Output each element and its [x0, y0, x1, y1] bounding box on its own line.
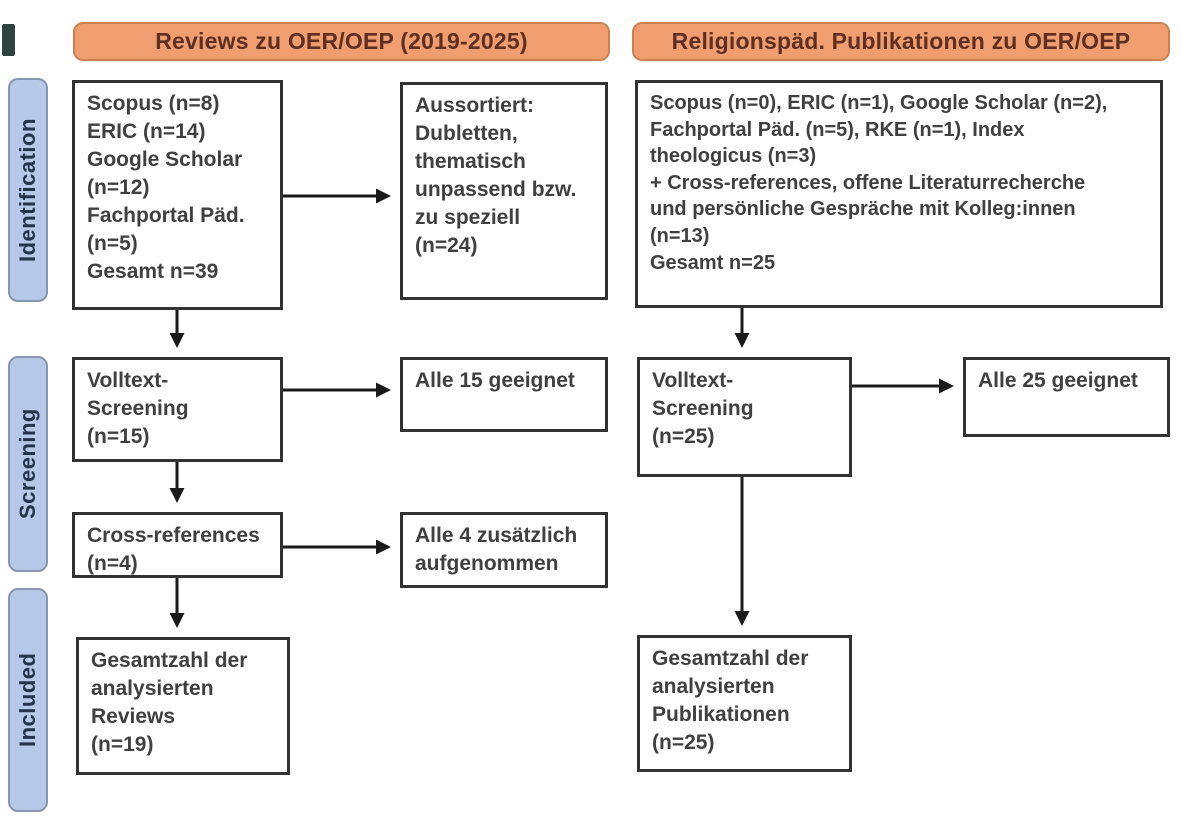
box-left-cross-references: Cross-references (n=4) [72, 512, 283, 578]
box-left-identification-sources: Scopus (n=8) ERIC (n=14) Google Scholar … [72, 80, 283, 310]
box-left-excluded: Aussortiert: Dubletten, thematisch unpas… [400, 82, 608, 300]
box-left-fulltext-screening: Volltext- Screening (n=15) [72, 357, 283, 462]
box-right-fulltext-screening: Volltext- Screening (n=25) [637, 357, 852, 477]
box-left-eligible: Alle 15 geeignet [400, 357, 608, 432]
header-reviews-column: Reviews zu OER/OEP (2019-2025) [73, 22, 610, 61]
stage-label-screening: Screening [8, 356, 48, 572]
header-religionspaed-column: Religionspäd. Publikationen zu OER/OEP [632, 22, 1170, 61]
scan-artifact [2, 24, 15, 56]
box-left-included-total: Gesamtzahl der analysierten Reviews (n=1… [76, 637, 290, 775]
stage-label-identification: Identification [8, 78, 48, 302]
stage-label-included: Included [8, 588, 48, 812]
box-right-identification-sources: Scopus (n=0), ERIC (n=1), Google Scholar… [635, 80, 1163, 308]
box-right-eligible: Alle 25 geeignet [963, 357, 1170, 437]
box-right-included-total: Gesamtzahl der analysierten Publikatione… [637, 635, 852, 772]
box-left-added: Alle 4 zusätzlich aufgenommen [400, 512, 608, 588]
